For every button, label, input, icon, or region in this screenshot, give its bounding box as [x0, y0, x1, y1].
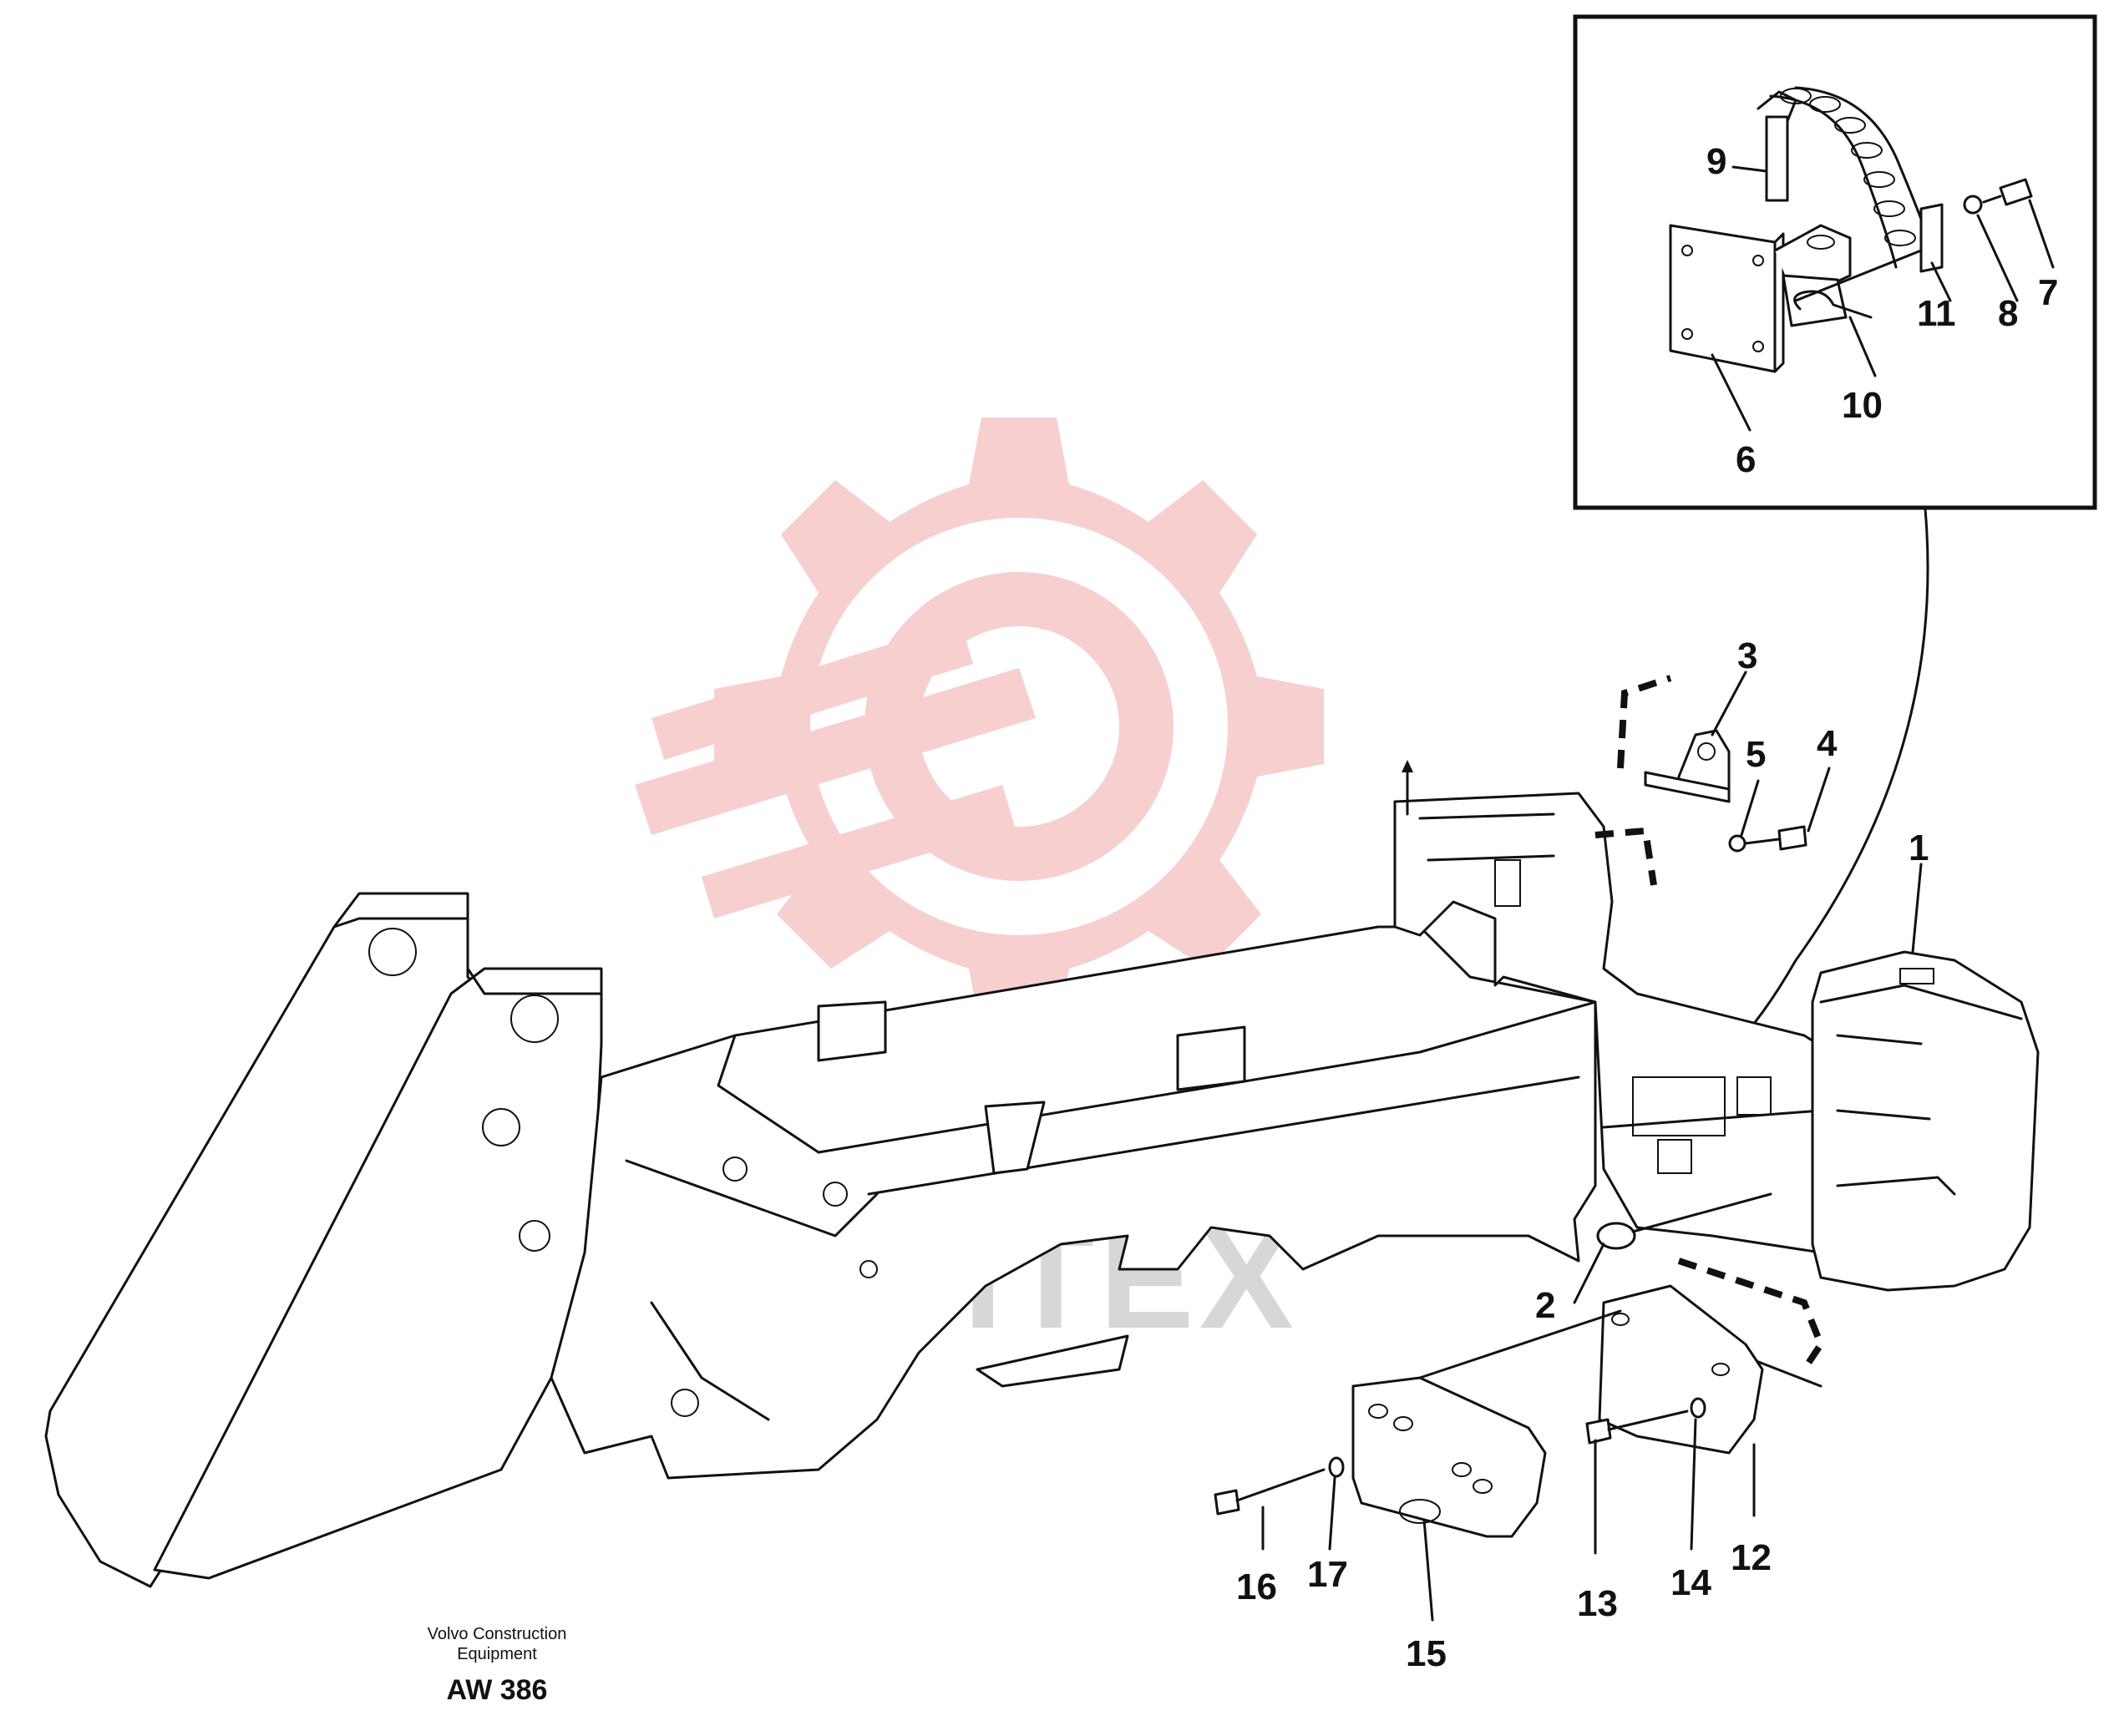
- callout-8: 8: [1998, 293, 2018, 334]
- assembly-path-3: [1617, 675, 1672, 769]
- callout-9: 9: [1706, 141, 1726, 182]
- counterweight: [1811, 950, 2040, 1292]
- bolt-washer-upper: [1728, 825, 1807, 853]
- drawing-code: AW 386: [447, 1674, 548, 1706]
- bolt-washer-right: [1585, 1397, 1706, 1445]
- inset-leader-curve: [1727, 508, 1929, 1054]
- callout-11: 11: [1917, 293, 1956, 334]
- hitch-plate: [1669, 224, 1777, 373]
- callout-1: 1: [1909, 828, 1929, 868]
- leader-lines: [1261, 165, 2055, 1622]
- callout-4: 4: [1817, 723, 1838, 764]
- bolt-washer-left: [1214, 1456, 1345, 1516]
- callout-labels: 1 2 3 4 5 6 7 8 9 10 11 12 13 14 15 16 1…: [1236, 141, 2058, 1674]
- watermark-logo: [635, 418, 1324, 1035]
- assembly-path-4: [1594, 827, 1657, 886]
- callout-5: 5: [1746, 734, 1766, 775]
- front-frame: [44, 760, 2040, 1588]
- callout-14: 14: [1670, 1562, 1711, 1603]
- callout-3: 3: [1737, 635, 1757, 676]
- callout-17: 17: [1307, 1554, 1348, 1595]
- caption-line2: Equipment: [457, 1645, 537, 1663]
- callout-12: 12: [1731, 1537, 1772, 1578]
- callout-16: 16: [1236, 1566, 1277, 1607]
- chain-links: [1780, 88, 1916, 246]
- callout-15: 15: [1406, 1633, 1447, 1674]
- weight-block-12: [1598, 1284, 1764, 1455]
- callout-2: 2: [1535, 1285, 1555, 1326]
- detail-inset: [1573, 14, 2097, 510]
- assembly-path-12: [1677, 1258, 1825, 1372]
- weight-block-15: [1351, 1309, 1622, 1538]
- lifting-lug: [1644, 729, 1731, 803]
- callout-7: 7: [2038, 272, 2058, 313]
- callout-13: 13: [1577, 1583, 1618, 1624]
- callout-6: 6: [1736, 439, 1756, 480]
- plug: [1596, 1192, 1772, 1250]
- caption-line1: Volvo Construction: [428, 1625, 567, 1643]
- callout-10: 10: [1842, 385, 1883, 426]
